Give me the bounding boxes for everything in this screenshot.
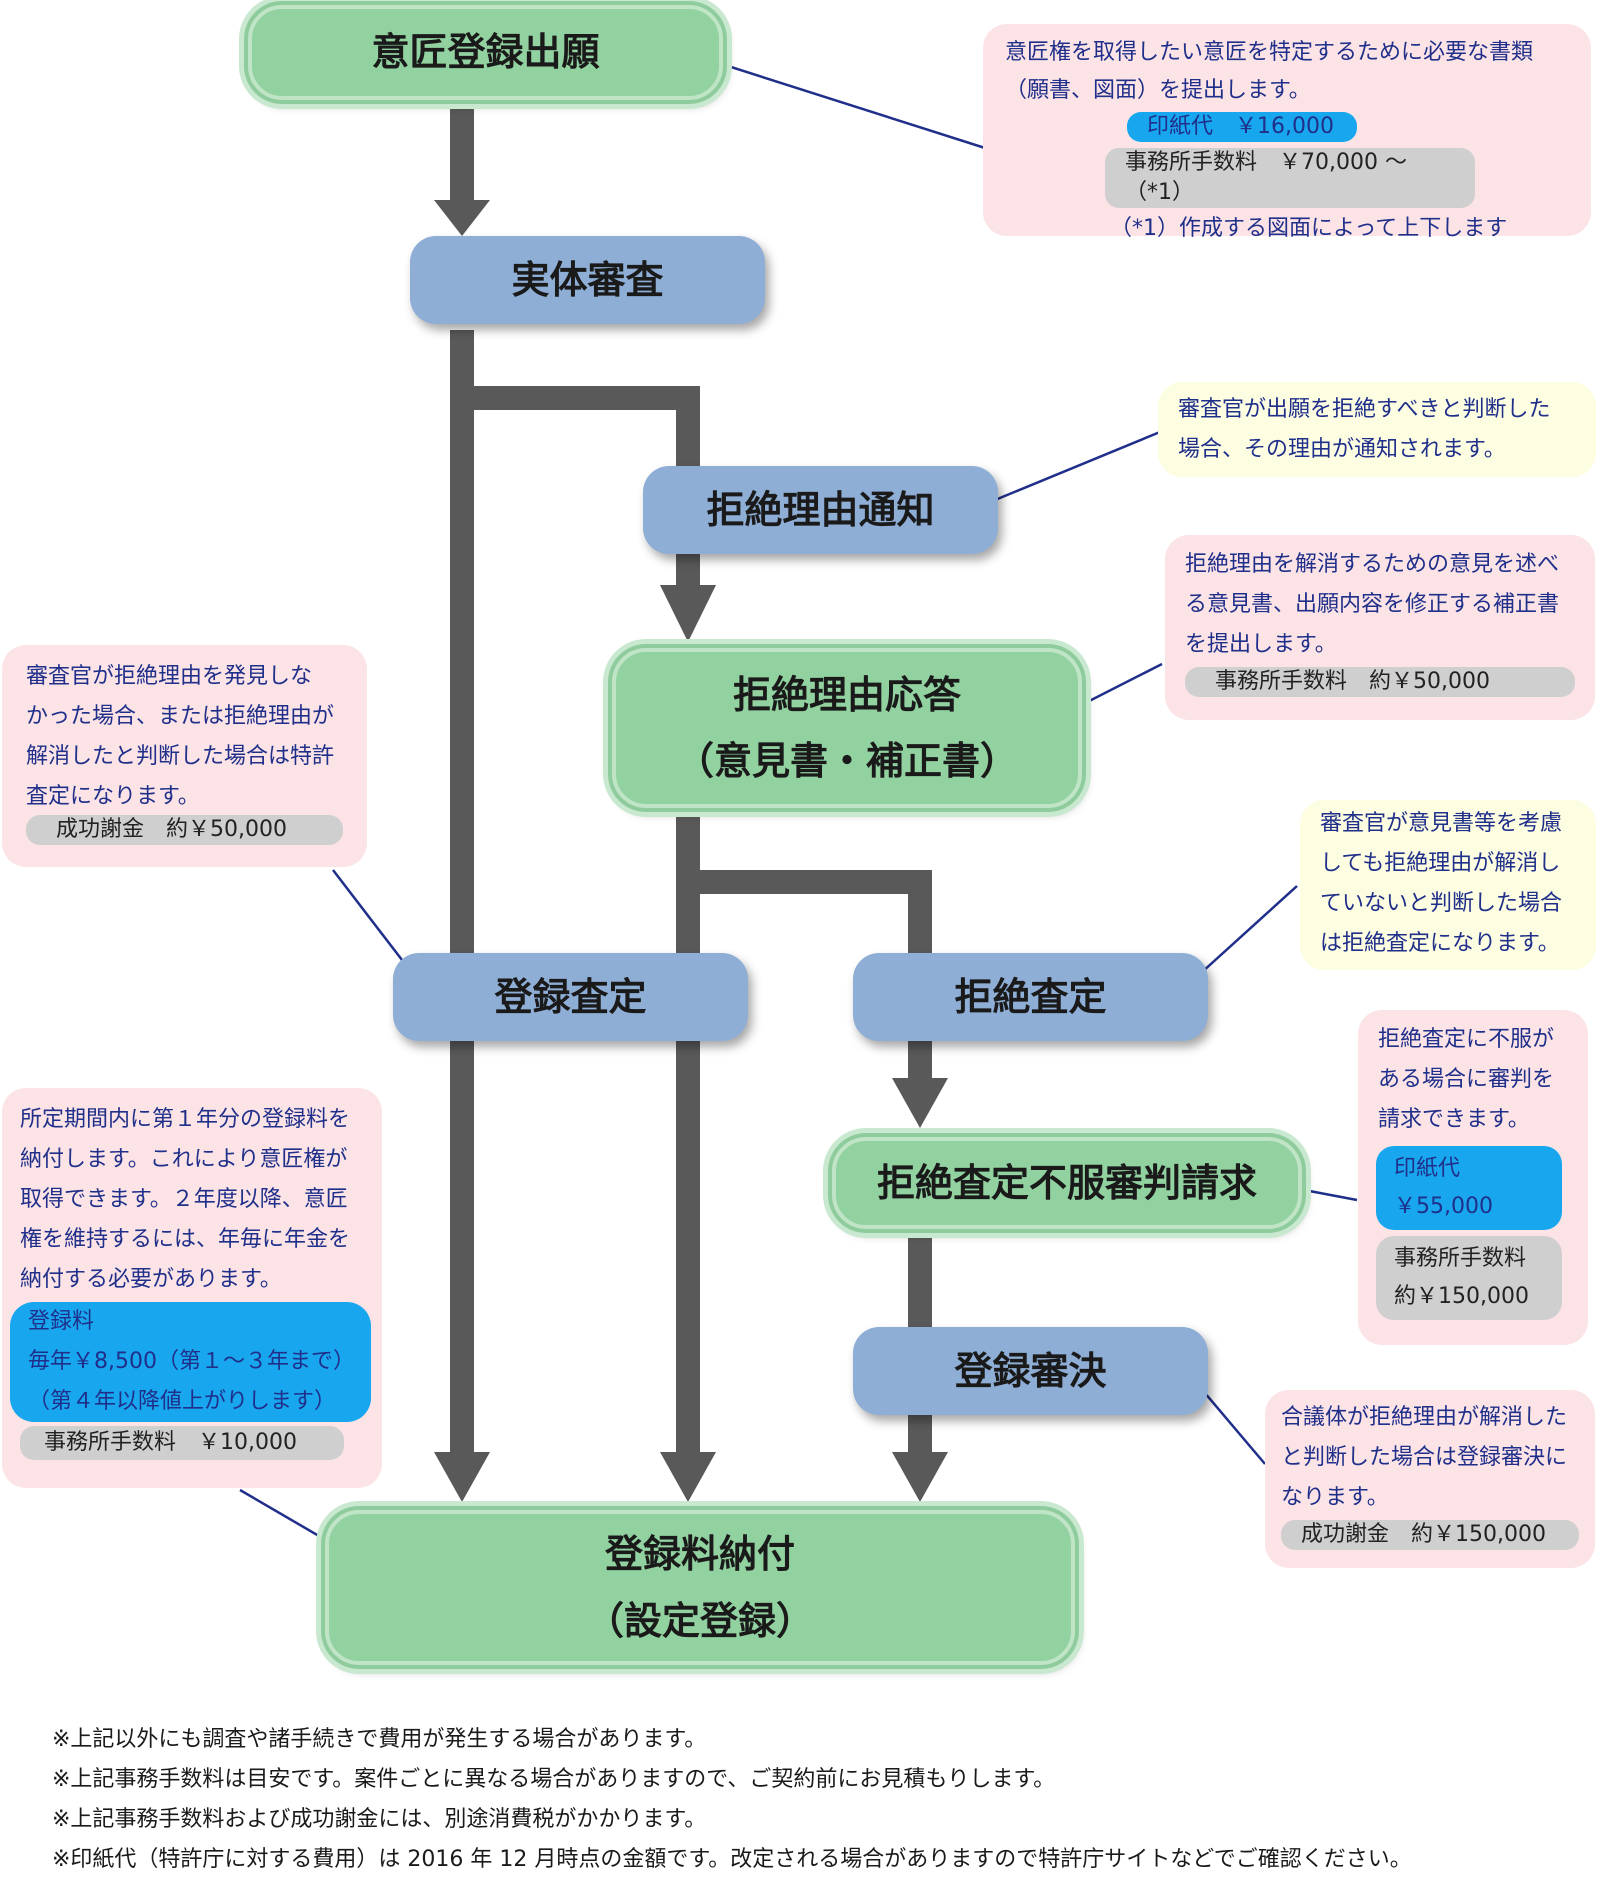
stamp-fee-badge: 印紙代 ￥16,000 <box>1127 112 1357 142</box>
registration-fee-label: 登録料 <box>28 1309 95 1334</box>
note-rejection-notice-line-2: 場合、その理由が通知されます。 <box>1178 437 1506 462</box>
note-final-rejection-line-1: 審査官が意見書等を考慮 <box>1320 811 1563 836</box>
note-registration-decision-line-3: 解消したと判断した場合は特許 <box>26 744 335 769</box>
note-trial-registration-line-2: と判断した場合は登録審決に <box>1281 1445 1568 1470</box>
note-rejection-notice-line-1: 審査官が出願を拒絶すべきと判断した <box>1178 397 1551 422</box>
node-registration-fee-payment: 登録料納付 （設定登録） <box>325 1510 1075 1665</box>
node-rejection-notice: 拒絶理由通知 <box>643 466 998 554</box>
note-final-rejection-line-2: しても拒絶理由が解消し <box>1320 851 1561 876</box>
note-trial-registration-line-1: 合議体が拒絶理由が解消した <box>1281 1405 1568 1430</box>
note-rejection-response-line-3: を提出します。 <box>1185 632 1337 657</box>
stamp-fee-label: 印紙代 <box>1394 1156 1461 1181</box>
note-application-line-2: （願書、図面）を提出します。 <box>1005 78 1311 103</box>
registration-fee-increase: （第４年以降値上がりします） <box>28 1389 337 1414</box>
note-application: 意匠権を取得したい意匠を特定するために必要な書類 （願書、図面）を提出します。 … <box>983 24 1591 241</box>
office-fee-label: 事務所手数料 <box>1394 1246 1527 1271</box>
office-fee-badge: 事務所手数料 ￥10,000 <box>20 1426 344 1460</box>
note-appeal-request-line-2: ある場合に審判を <box>1378 1067 1555 1092</box>
footnote-2: ※上記事務手数料は目安です。案件ごとに異なる場合がありますので、ご契約前にお見積… <box>52 1767 1056 1792</box>
office-fee-badge: 事務所手数料 約￥50,000 <box>1185 667 1575 697</box>
note-trial-registration-line-3: なります。 <box>1281 1485 1389 1510</box>
node-registration-fee-payment-title: 登録料納付 <box>604 1532 795 1576</box>
registration-fee-badge: 登録料 毎年￥8,500（第１〜３年まで） （第４年以降値上がりします） <box>10 1302 371 1422</box>
note-appeal-request-line-3: 請求できます。 <box>1378 1107 1530 1132</box>
note-payment-line-1: 所定期間内に第１年分の登録料を <box>20 1107 351 1132</box>
node-final-rejection: 拒絶査定 <box>853 953 1208 1041</box>
note-rejection-response: 拒絶理由を解消するための意見を述べ る意見書、出願内容を修正する補正書 を提出し… <box>1165 535 1595 720</box>
node-registration-decision-label: 登録査定 <box>494 974 647 1019</box>
node-design-application-label: 意匠登録出願 <box>371 30 600 75</box>
note-payment-line-5: 納付する必要があります。 <box>20 1267 282 1292</box>
note-registration-decision-line-4: 査定になります。 <box>26 784 200 809</box>
registration-fee-annual: 毎年￥8,500（第１〜３年まで） <box>28 1349 355 1374</box>
node-final-rejection-label: 拒絶査定 <box>954 974 1107 1019</box>
node-rejection-response: 拒絶理由応答 （意見書・補正書） <box>612 648 1082 808</box>
note-registration-fee-payment: 所定期間内に第１年分の登録料を 納付します。これにより意匠権が 取得できます。２… <box>2 1088 382 1488</box>
success-fee-badge: 成功謝金 約￥50,000 <box>26 815 343 845</box>
note-final-rejection-line-4: は拒絶査定になります。 <box>1320 931 1560 956</box>
node-appeal-request: 拒絶査定不服審判請求 <box>832 1137 1302 1229</box>
node-substantive-exam-label: 実体審査 <box>511 257 664 302</box>
note-registration-decision-line-2: かった場合、または拒絶理由が <box>26 704 335 729</box>
node-appeal-request-label: 拒絶査定不服審判請求 <box>876 1160 1257 1205</box>
note-trial-registration: 合議体が拒絶理由が解消した と判断した場合は登録審決に なります。 成功謝金 約… <box>1265 1390 1595 1568</box>
note-rejection-response-line-1: 拒絶理由を解消するための意見を述べ <box>1185 552 1560 577</box>
success-fee-badge: 成功謝金 約￥150,000 <box>1281 1520 1579 1550</box>
stamp-fee-badge: 印紙代 ￥55,000 <box>1376 1146 1562 1230</box>
note-appeal-request-line-1: 拒絶査定に不服が <box>1378 1027 1555 1052</box>
footnotes: ※上記以外にも調査や諸手続きで費用が発生する場合があります。 ※上記事務手数料は… <box>52 1720 1412 1880</box>
office-fee-badge: 事務所手数料 約￥150,000 <box>1376 1236 1562 1320</box>
node-registration-decision: 登録査定 <box>393 953 748 1041</box>
flow-arrows <box>434 105 948 1502</box>
note-registration-decision-line-1: 審査官が拒絶理由を発見しな <box>26 664 313 689</box>
node-trial-registration: 登録審決 <box>853 1327 1208 1415</box>
note-application-line-1: 意匠権を取得したい意匠を特定するために必要な書類 <box>1005 40 1534 65</box>
office-fee-badge: 事務所手数料 ￥70,000 〜（*1） <box>1105 148 1475 208</box>
note-appeal-request: 拒絶査定に不服が ある場合に審判を 請求できます。 印紙代 ￥55,000 事務… <box>1358 1010 1588 1345</box>
office-fee-value: 約￥150,000 <box>1394 1284 1529 1309</box>
node-design-application: 意匠登録出願 <box>248 5 723 100</box>
node-rejection-response-title: 拒絶理由応答 <box>732 672 961 717</box>
stamp-fee-value: ￥55,000 <box>1394 1194 1493 1219</box>
note-final-rejection-line-3: ていないと判断した場合 <box>1320 891 1563 916</box>
note-registration-decision: 審査官が拒絶理由を発見しな かった場合、または拒絶理由が 解消したと判断した場合… <box>2 645 367 867</box>
note-rejection-notice: 審査官が出願を拒絶すべきと判断した 場合、その理由が通知されます。 <box>1158 382 1596 477</box>
footnote-3: ※上記事務手数料および成功謝金には、別途消費税がかかります。 <box>52 1807 707 1832</box>
node-trial-registration-label: 登録審決 <box>954 1348 1107 1393</box>
footnote-4: ※印紙代（特許庁に対する費用）は 2016 年 12 月時点の金額です。改定され… <box>52 1847 1412 1872</box>
note-payment-line-2: 納付します。これにより意匠権が <box>20 1147 348 1172</box>
note-rejection-response-line-2: る意見書、出願内容を修正する補正書 <box>1185 592 1560 617</box>
node-rejection-notice-label: 拒絶理由通知 <box>706 487 935 532</box>
node-substantive-exam: 実体審査 <box>410 236 765 324</box>
node-registration-fee-payment-subtitle: （設定登録） <box>585 1598 814 1643</box>
note-final-rejection: 審査官が意見書等を考慮 しても拒絶理由が解消し ていないと判断した場合 は拒絶査… <box>1300 800 1596 970</box>
node-rejection-response-subtitle: （意見書・補正書） <box>675 739 1018 783</box>
footnote-1: ※上記以外にも調査や諸手続きで費用が発生する場合があります。 <box>52 1727 707 1752</box>
note-payment-line-3: 取得できます。２年度以降、意匠 <box>20 1187 348 1212</box>
note-application-footnote: （*1）作成する図面によって上下します <box>1110 216 1508 241</box>
note-payment-line-4: 権を維持するには、年毎に年金を <box>20 1227 351 1252</box>
